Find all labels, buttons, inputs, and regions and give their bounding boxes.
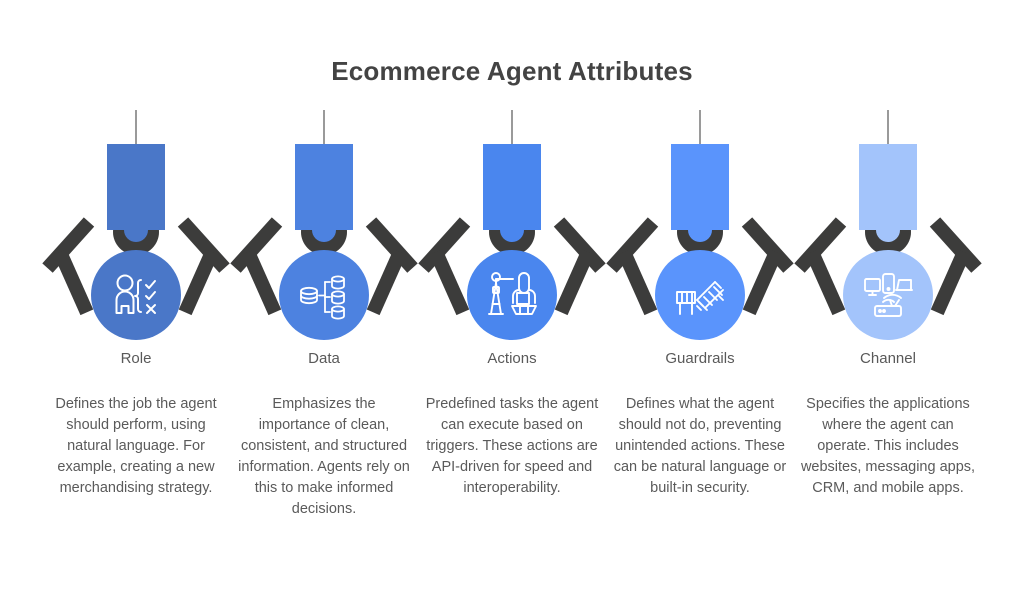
icon-badge [467, 250, 557, 340]
attribute-column-channel: Channel Specifies the applications where… [794, 110, 982, 499]
claw-arm-left-lower [241, 249, 282, 316]
claw-arm-right-lower [742, 249, 783, 316]
attribute-label: Data [308, 350, 340, 367]
stem-line [323, 110, 325, 144]
attribute-description: Specifies the applications where the age… [800, 396, 976, 497]
attribute-column-data: Data Emphasizes the importance of clean,… [230, 110, 418, 520]
attribute-description: Emphasizes the importance of clean, cons… [238, 396, 410, 518]
attribute-column-role: Role Defines the job the agent should pe… [42, 110, 230, 499]
claw-arm-right-lower [554, 249, 595, 316]
claw-arm-left-lower [805, 249, 846, 316]
attribute-description: Defines the job the agent should perform… [55, 396, 217, 497]
attribute-description: Predefined tasks the agent can execute b… [425, 396, 599, 497]
claw-arm-right-lower [930, 249, 971, 316]
claw-arm-left-lower [617, 249, 658, 316]
attribute-label: Actions [487, 350, 537, 367]
stem-line [699, 110, 701, 144]
stem-line [511, 110, 513, 144]
icon-badge [279, 250, 369, 340]
attribute-label: Channel [860, 350, 916, 367]
crane-worker-icon [483, 266, 541, 324]
attribute-columns: Role Defines the job the agent should pe… [0, 110, 1024, 520]
claw-figure [606, 110, 794, 342]
block-shape [107, 144, 165, 230]
icon-badge [655, 250, 745, 340]
block-shape [671, 144, 729, 230]
guardrail-barrier-icon [671, 266, 729, 324]
claw-figure [794, 110, 982, 342]
claw-arm-right-lower [366, 249, 407, 316]
attribute-label: Guardrails [665, 350, 735, 367]
claw-arm-left-lower [53, 249, 94, 316]
icon-badge [91, 250, 181, 340]
person-checklist-icon [108, 267, 164, 323]
stem-line [135, 110, 137, 144]
page-title: Ecommerce Agent Attributes [331, 56, 693, 86]
block-shape [295, 144, 353, 230]
claw-figure [42, 110, 230, 342]
database-branch-icon [296, 267, 352, 323]
block-shape [859, 144, 917, 230]
attribute-description: Defines what the agent should not do, pr… [613, 396, 787, 497]
claw-arm-right-lower [178, 249, 219, 316]
claw-arm-left-lower [429, 249, 470, 316]
icon-badge [843, 250, 933, 340]
attribute-label: Role [120, 350, 152, 367]
claw-figure [230, 110, 418, 342]
stem-line [887, 110, 889, 144]
attribute-column-guardrails: Guardrails Defines what the agent should… [606, 110, 794, 499]
block-shape [483, 144, 541, 230]
attribute-column-actions: Actions Predefined tasks the agent can e… [418, 110, 606, 499]
claw-figure [418, 110, 606, 342]
devices-router-icon [859, 266, 917, 324]
